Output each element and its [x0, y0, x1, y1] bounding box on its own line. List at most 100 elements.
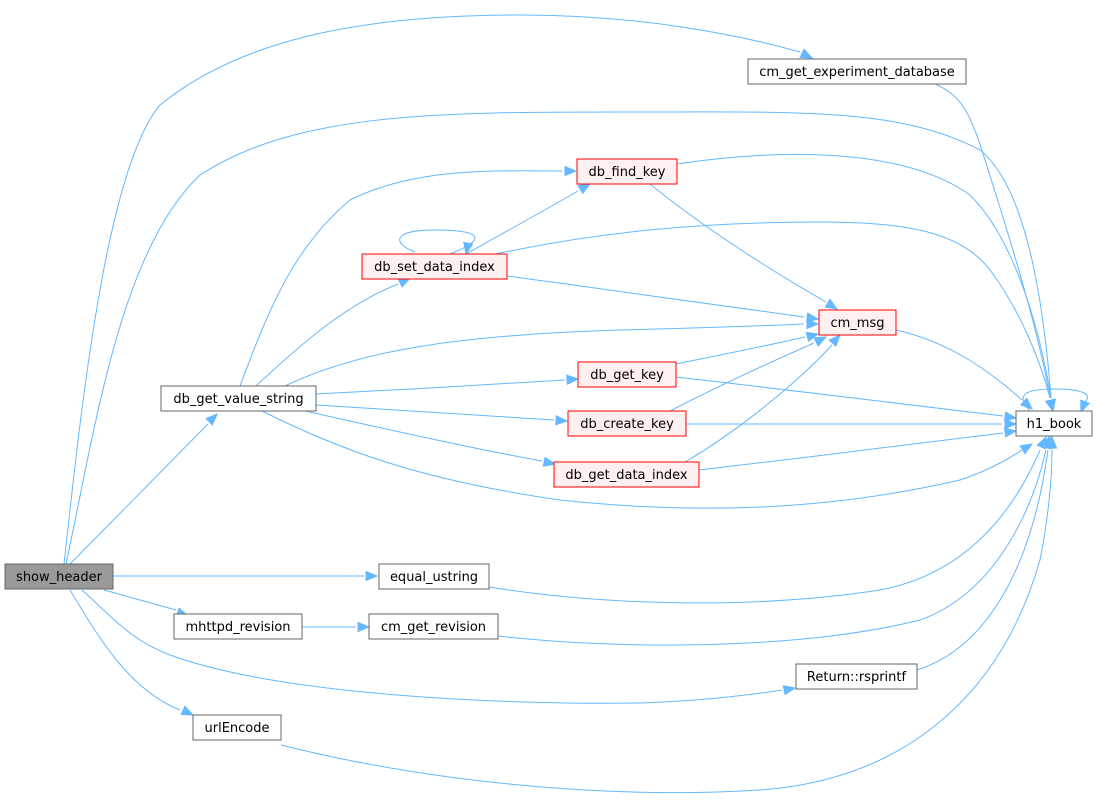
node-label: Return::rsprintf [807, 670, 907, 685]
node-cm_get_revision[interactable]: cm_get_revision [368, 613, 499, 640]
edge-line [261, 410, 1023, 509]
edge-line [916, 449, 1049, 671]
edge-line [315, 404, 555, 421]
edge-db_create_key-to-h1_book [686, 418, 1018, 430]
edge-cm_msg-to-h1_book [895, 329, 1033, 410]
edge-h1_book-to-h1_book [1022, 388, 1091, 414]
node-label: h1_book [1027, 417, 1082, 432]
node-db_find_key[interactable]: db_find_key [576, 158, 678, 185]
node-box[interactable] [577, 361, 677, 388]
edge-show_header-to-Return_rsprintf [81, 589, 797, 704]
node-db_set_data_index[interactable]: db_set_data_index [361, 253, 508, 280]
edge-line [399, 229, 476, 255]
node-box[interactable] [160, 385, 317, 412]
node-Return_rsprintf[interactable]: Return::rsprintf [795, 663, 918, 690]
node-urlEncode[interactable]: urlEncode [192, 714, 282, 741]
edge-db_get_value_string-to-h1_book [261, 410, 1034, 509]
node-box[interactable] [553, 461, 700, 488]
edge-show_header-to-h1_book [65, 111, 1056, 565]
node-db_get_data_index[interactable]: db_get_data_index [553, 461, 700, 488]
edge-line [934, 83, 1051, 399]
node-label: cm_get_revision [381, 620, 486, 635]
edge-db_set_data_index-to-db_find_key [465, 183, 592, 255]
node-box[interactable] [173, 613, 303, 640]
edge-line [255, 283, 399, 387]
node-label: urlEncode [205, 721, 270, 736]
node-box[interactable] [4, 563, 114, 590]
edge-db_set_data_index-to-cm_msg [506, 275, 820, 323]
edge-db_set_data_index-to-db_set_data_index [399, 229, 476, 256]
edge-line [698, 432, 1004, 471]
node-db_create_key[interactable]: db_create_key [567, 410, 687, 437]
node-label: mhttpd_revision [185, 620, 290, 635]
edge-db_get_key-to-cm_msg [675, 331, 820, 365]
node-label: cm_get_experiment_database [759, 65, 955, 80]
node-equal_ustring[interactable]: equal_ustring [378, 563, 490, 590]
edge-arrowhead [180, 705, 195, 716]
edge-arrowhead [542, 456, 557, 467]
node-label: equal_ustring [390, 570, 478, 585]
node-box[interactable] [567, 410, 687, 437]
node-box[interactable] [576, 158, 678, 185]
node-label: show_header [16, 570, 103, 585]
edge-cm_get_experiment_database-to-h1_book [934, 83, 1056, 413]
node-cm_msg[interactable]: cm_msg [818, 309, 897, 336]
node-h1_book[interactable]: h1_book [1015, 410, 1093, 437]
edge-line [280, 449, 1053, 794]
edge-show_header-to-db_get_value_string [69, 413, 218, 565]
node-show_header[interactable]: show_header [4, 563, 114, 590]
edge-line [649, 183, 827, 303]
edge-db_get_value_string-to-db_get_key [315, 374, 580, 395]
edge-mhttpd_revision-to-cm_get_revision [302, 621, 371, 633]
edge-db_get_value_string-to-db_set_data_index [255, 277, 412, 387]
edge-line [895, 329, 1023, 401]
edge-layer [63, 14, 1091, 794]
edge-arrowhead [1003, 411, 1018, 422]
edge-line [63, 14, 801, 565]
edge-arrowhead [824, 298, 839, 310]
node-layer: show_header cm_get_experiment_database db_… [4, 58, 1093, 741]
node-db_get_value_string[interactable]: db_get_value_string [160, 385, 317, 412]
node-db_get_key[interactable]: db_get_key [577, 361, 677, 388]
node-box[interactable] [368, 613, 499, 640]
edge-line [506, 275, 805, 318]
edge-line [69, 423, 209, 565]
edge-db_create_key-to-cm_msg [669, 336, 828, 412]
edge-show_header-to-mhttpd_revision [103, 589, 190, 618]
node-mhttpd_revision[interactable]: mhttpd_revision [173, 613, 303, 640]
edge-line [284, 323, 805, 387]
edge-line [675, 376, 1004, 417]
edge-arrowhead [577, 183, 592, 195]
node-cm_get_experiment_database[interactable]: cm_get_experiment_database [747, 58, 967, 85]
edge-line [494, 221, 1051, 399]
node-box[interactable] [378, 563, 490, 590]
node-box[interactable] [1015, 410, 1093, 437]
edge-line [676, 153, 1052, 399]
edge-arrowhead [1004, 418, 1018, 430]
edge-line [304, 410, 543, 462]
edge-line [669, 342, 815, 412]
edge-arrowhead [566, 374, 580, 385]
edge-db_get_data_index-to-h1_book [698, 427, 1018, 471]
edge-arrowhead [1080, 399, 1091, 414]
edge-line [675, 336, 806, 365]
edge-arrowhead [463, 241, 474, 256]
node-box[interactable] [795, 663, 918, 690]
node-box[interactable] [747, 58, 967, 85]
edge-line [65, 111, 1052, 565]
node-box[interactable] [361, 253, 508, 280]
edge-line [315, 379, 566, 395]
edge-urlEncode-to-h1_book [280, 435, 1058, 794]
edge-arrowhead [1046, 435, 1058, 449]
node-box[interactable] [192, 714, 282, 741]
node-label: db_find_key [589, 165, 666, 180]
edge-db_get_value_string-to-db_get_data_index [304, 410, 557, 467]
node-label: cm_msg [831, 316, 885, 331]
edge-db_get_value_string-to-cm_msg [284, 318, 820, 387]
edge-arrowhead [1019, 443, 1034, 455]
edge-arrowhead [1044, 398, 1056, 413]
edge-db_get_value_string-to-db_create_key [315, 404, 569, 426]
edge-line [1022, 388, 1088, 412]
node-box[interactable] [818, 309, 897, 336]
